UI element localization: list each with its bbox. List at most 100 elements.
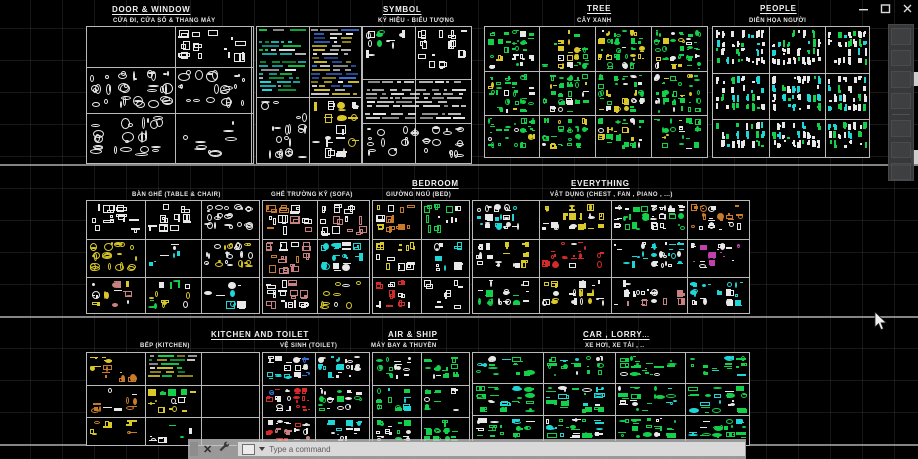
zoom-icon[interactable] [891,71,911,88]
cad-block-glyph [746,105,749,109]
cad-block-glyph [834,96,837,102]
cad-block-glyph [670,127,676,132]
cad-block-glyph [308,424,310,426]
cad-block-glyph [586,356,591,360]
drawing-panel-air-ship[interactable] [372,352,470,446]
drawing-panel-everything[interactable] [472,200,750,314]
drawing-panel-tree[interactable] [484,26,708,158]
cad-block-glyph [342,264,350,271]
wrench-icon[interactable] [218,440,231,458]
cad-block-glyph [286,431,290,435]
cad-block-glyph [580,298,583,305]
steering-wheel-icon[interactable] [891,120,911,137]
cad-block-glyph [328,372,332,378]
cad-block-glyph [397,430,400,434]
viewcube-icon[interactable] [891,28,911,45]
drawing-panel-kitchen[interactable] [86,352,260,446]
cad-block-glyph [725,363,732,365]
cad-block-glyph [844,36,847,38]
drawing-panel-toilet[interactable] [262,352,370,446]
cad-block-glyph [437,225,441,233]
command-input[interactable]: Type a command [237,441,746,457]
window-controls[interactable] [857,2,914,15]
cad-block-glyph [543,98,546,104]
cad-block-glyph [91,124,100,127]
cad-block-glyph [849,141,852,143]
cad-block-glyph [631,76,637,78]
cad-block-glyph [523,131,527,132]
navigation-toolbar[interactable] [888,24,914,181]
rewind-icon[interactable] [891,163,911,181]
cad-block-glyph [742,76,745,80]
cad-block-glyph [377,388,381,394]
cad-block-glyph [620,372,628,376]
command-bar[interactable]: ✕ Type a command [188,439,746,459]
cad-block-glyph [366,97,377,99]
cad-block-glyph [679,131,685,132]
close-icon[interactable] [901,2,914,15]
cad-block-glyph [267,285,276,289]
cad-block-glyph [678,293,685,296]
cad-block-glyph [575,418,577,422]
cad-block-glyph [807,105,809,109]
cad-block-glyph [813,40,816,47]
cad-block-glyph [589,213,591,219]
cad-block-glyph [716,97,718,101]
cad-block-glyph [729,222,734,227]
command-history-icon[interactable] [242,443,256,455]
cad-block-glyph [793,108,795,111]
cad-block-glyph [844,132,846,138]
drawing-panel-table-chair[interactable] [86,200,260,314]
cad-block-glyph [698,68,700,69]
cad-block-glyph [726,134,729,139]
showmotion-icon[interactable] [891,141,911,159]
drawing-panel-door-window[interactable] [86,26,254,164]
cad-block-glyph [505,83,511,84]
cad-block-glyph [346,33,353,35]
cad-block-glyph [290,290,298,296]
drawing-panel-people[interactable] [712,26,870,158]
pan-hand-icon[interactable] [891,49,911,67]
cad-block-glyph [783,94,786,101]
cad-block-glyph [660,207,663,210]
restore-icon[interactable] [879,2,892,15]
cad-block-glyph [121,71,126,76]
cad-block-glyph [840,103,842,110]
cad-block-glyph [520,109,526,112]
cad-block-glyph [575,82,579,88]
drawing-panel-symbol-left[interactable] [256,26,362,164]
cad-block-glyph [311,81,318,83]
cad-block-glyph [390,374,393,378]
cad-block-glyph [818,142,820,147]
cad-block-glyph [269,150,271,159]
cad-block-glyph [177,355,185,357]
cad-block-glyph [521,263,523,268]
scroll-marker-bottom[interactable] [911,150,918,164]
scroll-marker-top[interactable] [911,72,918,86]
drawing-panel-bedroom[interactable] [372,200,470,314]
cad-block-glyph [327,408,330,409]
cad-block-glyph [520,129,526,131]
command-bar-drag-handle[interactable] [190,442,198,456]
drawing-panel-sofa[interactable] [262,200,370,314]
command-bar-close-button[interactable]: ✕ [203,443,213,456]
drawing-panel-symbol-right[interactable] [362,26,472,164]
cad-block-glyph [566,395,569,399]
cad-block-glyph [428,225,431,233]
section-subtitle-kitchen: BẾP (KITCHEN) [140,343,190,349]
cad-block-glyph [129,432,137,433]
minimize-icon[interactable] [857,2,870,15]
cad-block-glyph [617,218,622,219]
chevron-down-icon[interactable] [259,447,266,451]
cad-block-glyph [688,434,698,436]
cad-block-glyph [376,215,383,222]
cad-block-glyph [119,378,125,382]
orbit-icon[interactable] [891,92,911,110]
drawing-panel-car-lorry[interactable] [472,352,750,446]
cad-block-glyph [303,429,308,435]
cad-block-glyph [688,395,693,396]
cad-block-glyph [465,30,467,32]
cad-block-glyph [601,387,604,390]
cad-block-glyph [679,209,684,211]
cad-block-glyph [616,107,618,113]
